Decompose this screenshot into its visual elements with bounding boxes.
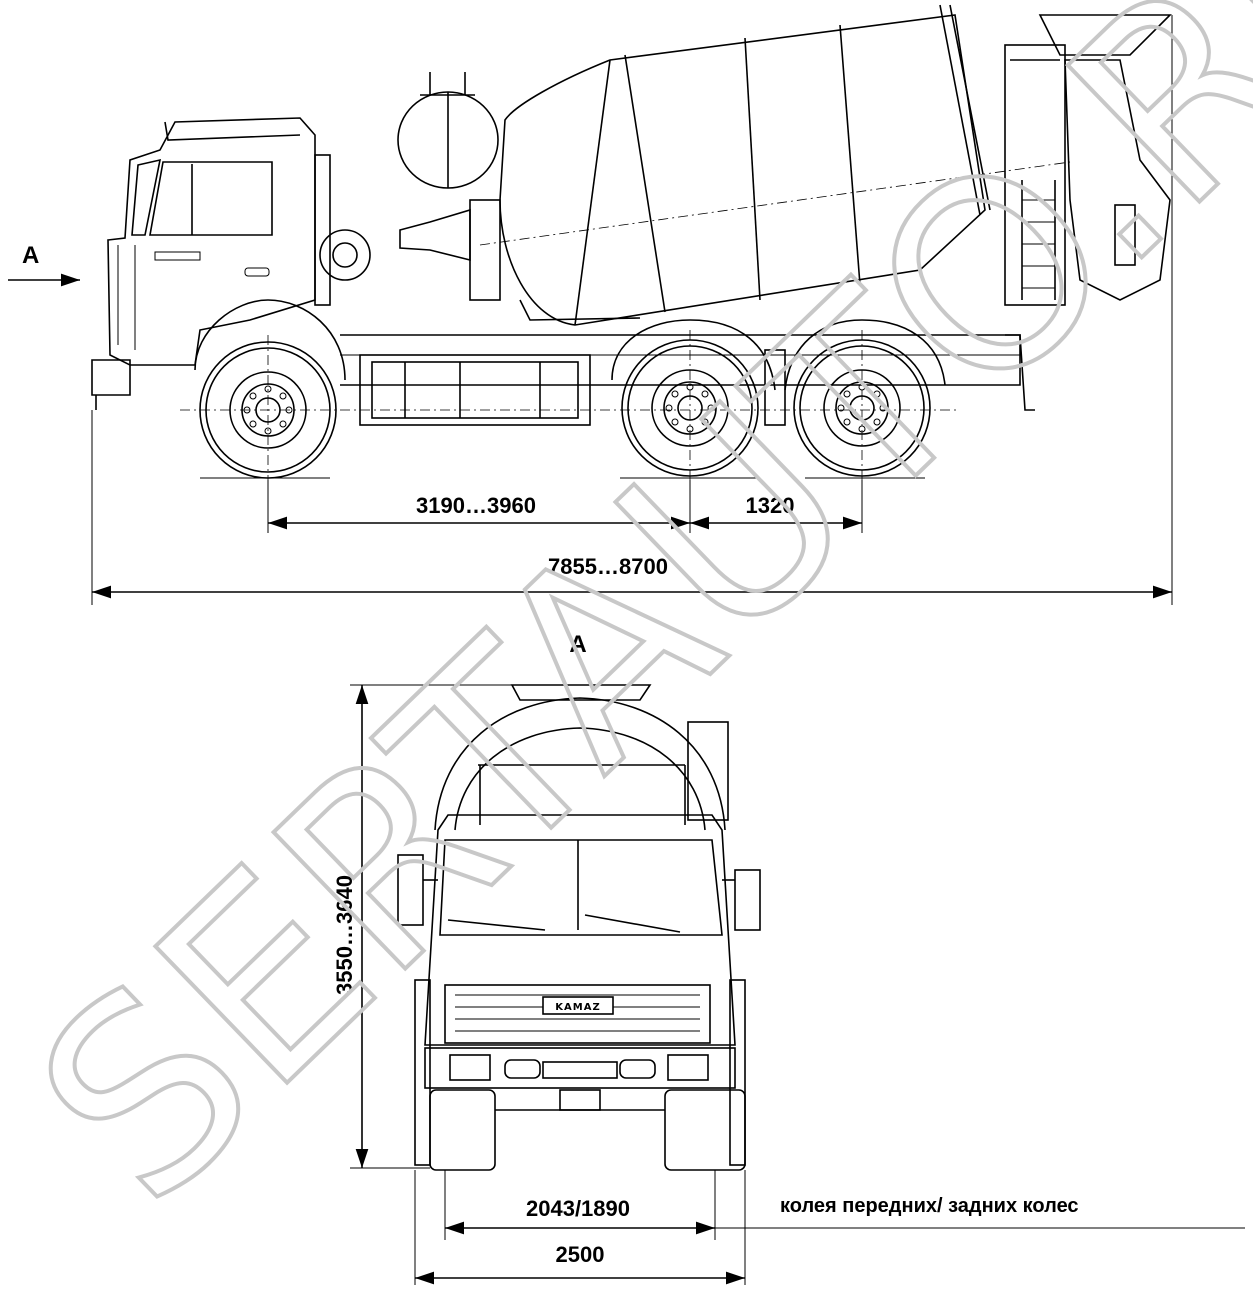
mixer-drum xyxy=(479,4,1071,326)
cab-side xyxy=(107,117,331,366)
water-tank xyxy=(397,72,499,189)
side-dimensions: 3190…3960 1320 7855…8700 xyxy=(91,15,1173,605)
dim-rear-axle-spacing: 1320 xyxy=(746,493,795,518)
track-note: колея передних/ задних колес xyxy=(780,1195,1079,1217)
kamaz-logo: KAMAZ xyxy=(555,1002,600,1013)
dim-width: 2500 xyxy=(556,1242,605,1267)
dim-track: 2043/1890 xyxy=(526,1196,630,1221)
front-dimensions: 3550…3640 2043/1890 колея передних/ задн… xyxy=(332,684,1245,1285)
rear-platform xyxy=(1004,14,1172,411)
view-marker-a: A xyxy=(8,242,80,287)
side-view-truck xyxy=(91,4,1172,480)
dim-height: 3550…3640 xyxy=(332,875,357,995)
dim-wheelbase: 3190…3960 xyxy=(416,493,536,518)
dim-overall-length: 7855…8700 xyxy=(548,554,668,579)
front-view-title: A xyxy=(569,631,586,658)
front-view-truck: KAMAZ xyxy=(397,684,761,1171)
svg-text:A: A xyxy=(22,242,39,269)
watermark: SERTAUTO.RU xyxy=(0,0,1253,1262)
side-box xyxy=(359,354,591,426)
